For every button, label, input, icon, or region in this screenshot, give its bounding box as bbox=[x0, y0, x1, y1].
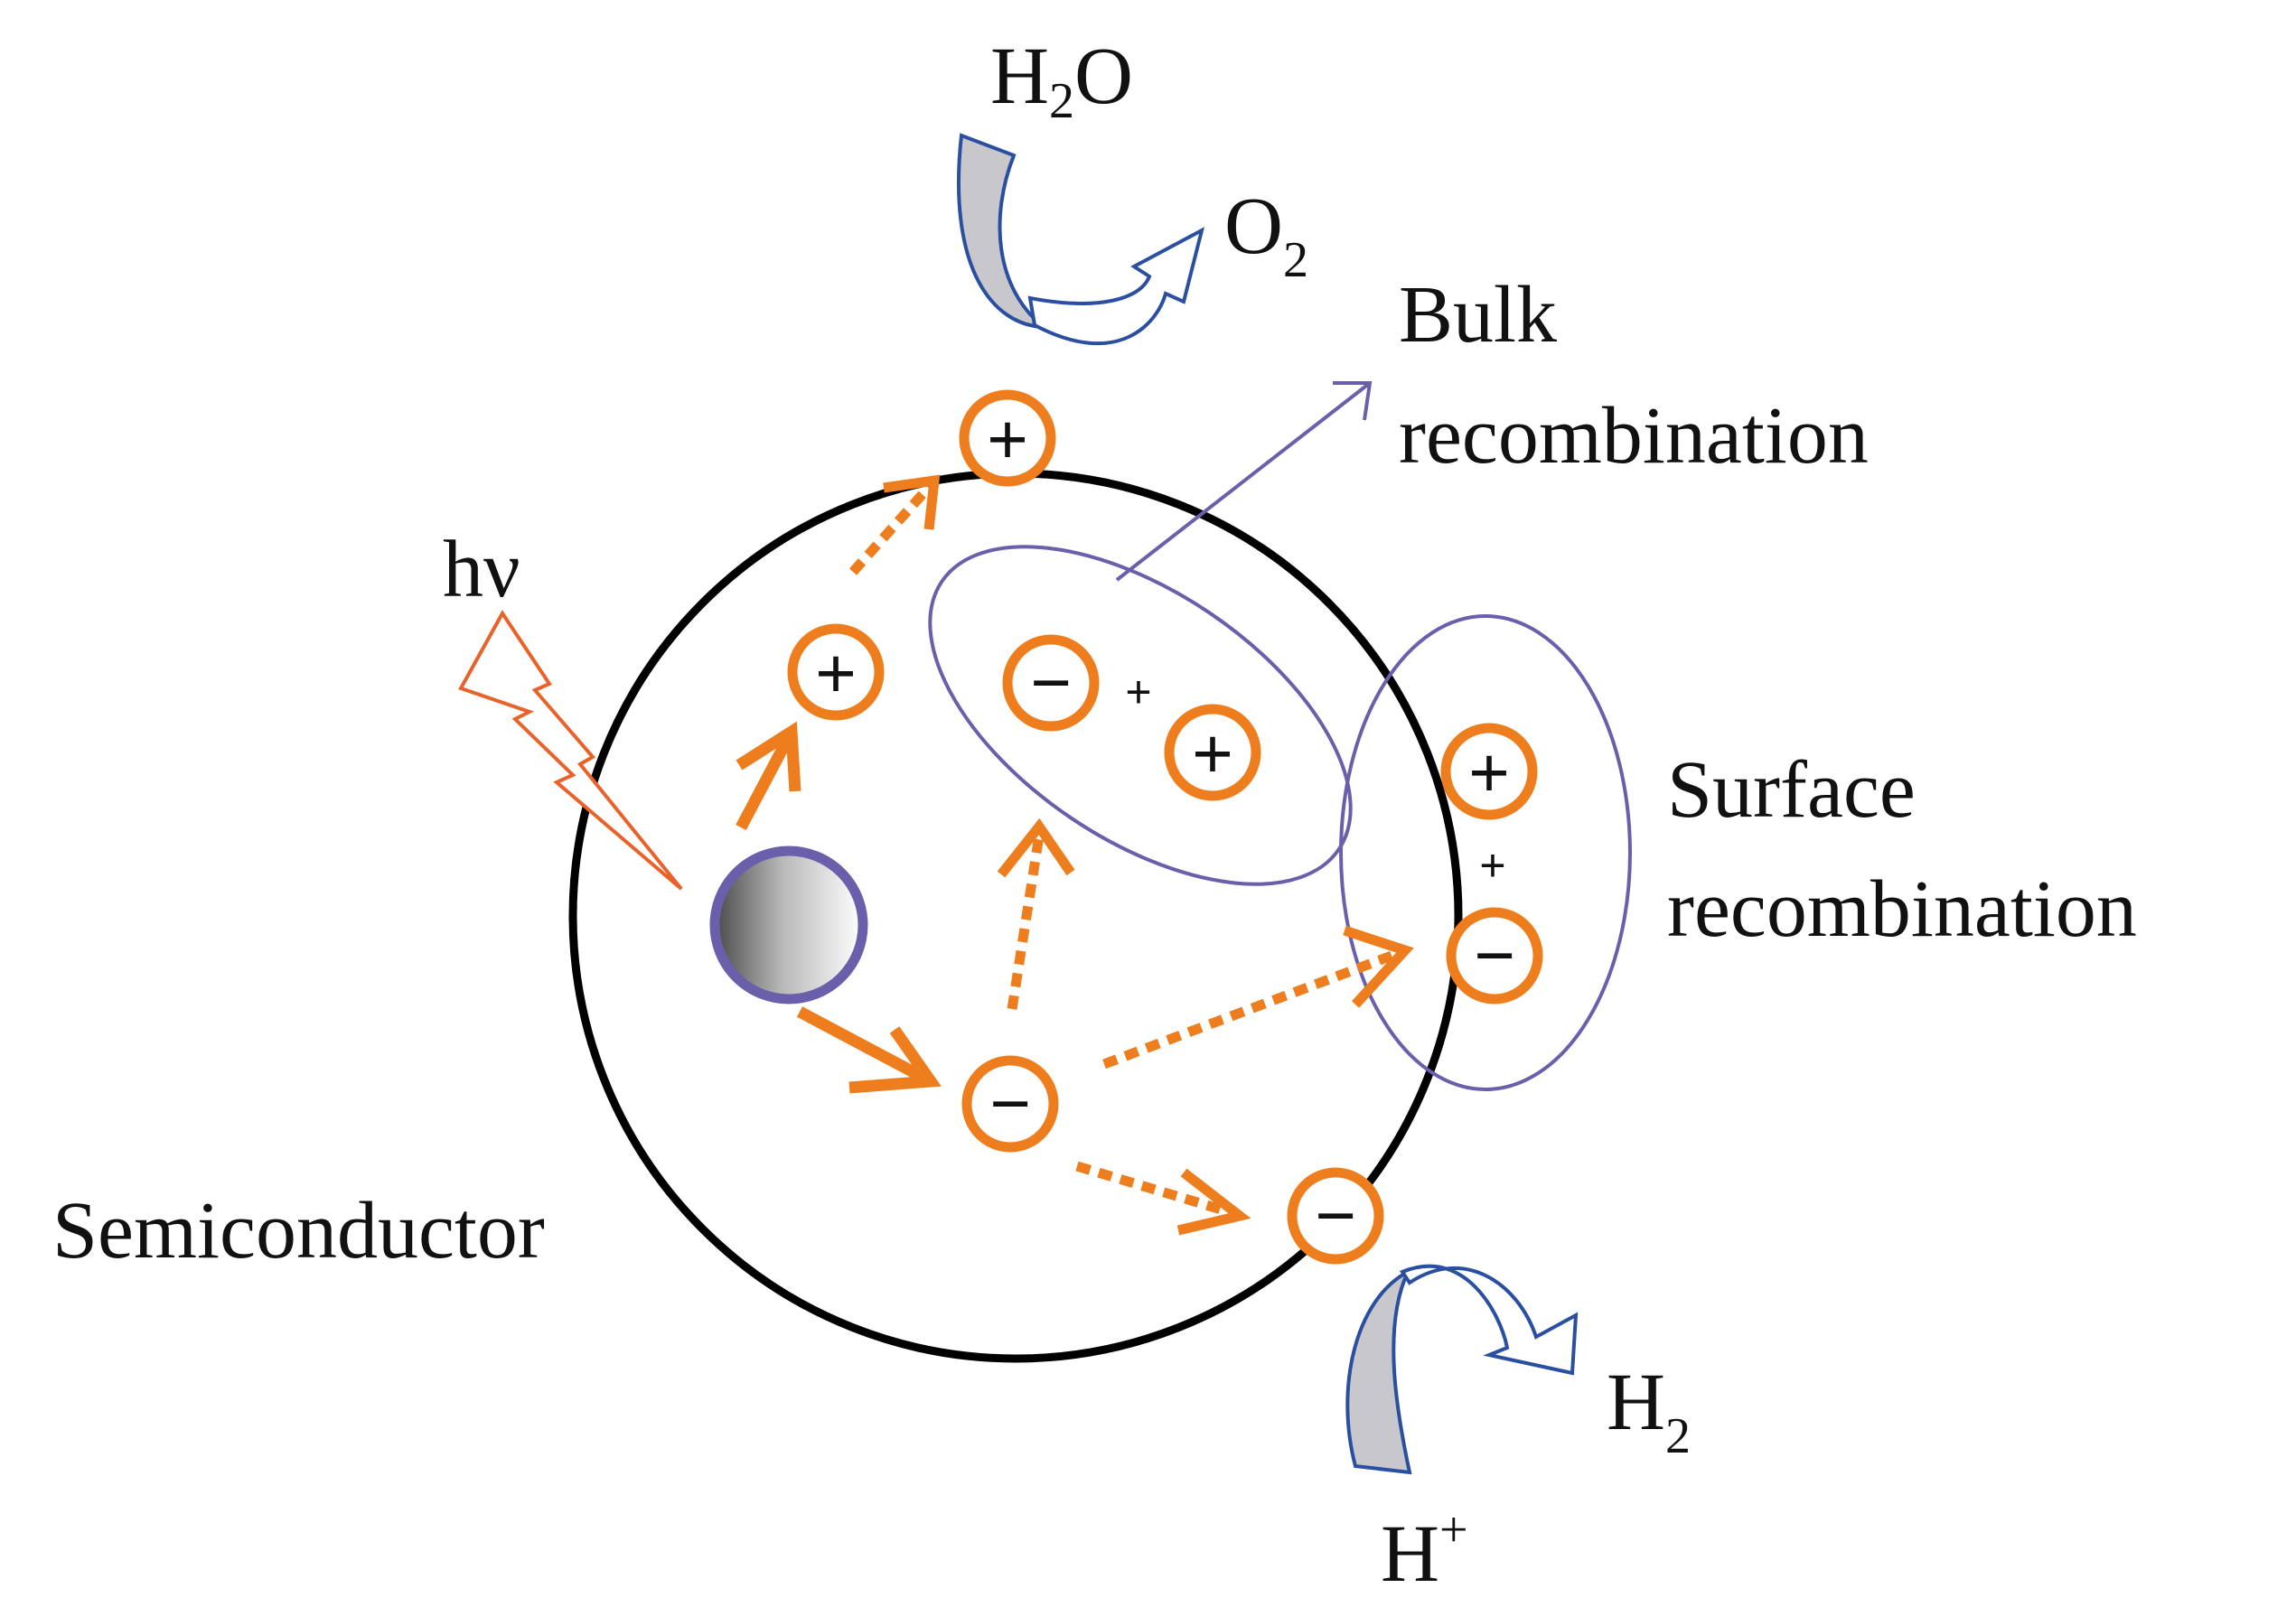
electron-center: − bbox=[961, 1055, 1059, 1153]
photon-lightning-icon bbox=[458, 610, 683, 891]
semiconductor-label: Semiconductor bbox=[52, 1186, 545, 1275]
bulk-recombination-label-line1: Bulk bbox=[1399, 270, 1557, 360]
hole-top-symbol: + bbox=[987, 399, 1028, 479]
surface-recombination-label-line2: recombination bbox=[1667, 864, 2137, 954]
hplus-label: H+ bbox=[1381, 1502, 1468, 1599]
charge-separation-arrows bbox=[736, 721, 942, 1094]
electron-bulk-symbol: − bbox=[1030, 642, 1072, 722]
bulk-pointer-line bbox=[1115, 381, 1372, 582]
electron-surface-symbol: − bbox=[1474, 915, 1515, 995]
photon-label: hν bbox=[443, 525, 520, 614]
o2-label: O2 bbox=[1224, 182, 1308, 288]
h2-outflow-arrow bbox=[1399, 1264, 1579, 1376]
hole-bulk: + bbox=[1164, 704, 1261, 801]
bulk-recombination-ellipse bbox=[928, 545, 1353, 886]
hole-surface-symbol: + bbox=[1468, 733, 1510, 812]
hole-mid-symbol: + bbox=[815, 633, 857, 713]
electron-bottom: − bbox=[1287, 1167, 1384, 1265]
bulk-recombination-label-line2: recombination bbox=[1399, 391, 1869, 481]
h2-label: H2 bbox=[1607, 1358, 1691, 1464]
surface-pair-plus: + bbox=[1479, 840, 1505, 891]
surface-recombination-ellipse bbox=[1339, 614, 1632, 1091]
hole-top: + bbox=[959, 389, 1056, 487]
electron-surface: − bbox=[1446, 907, 1543, 1004]
bulk-pointer-arrowhead bbox=[1333, 381, 1373, 421]
electron-center-symbol: − bbox=[989, 1063, 1031, 1143]
bulk-pair-plus: + bbox=[1125, 667, 1151, 717]
excitation-center-icon bbox=[709, 846, 868, 1004]
hplus-inflow-arrow bbox=[1345, 1267, 1412, 1475]
h2o-label: H2O bbox=[990, 32, 1133, 129]
hole-bulk-symbol: + bbox=[1192, 714, 1233, 793]
hole-mid: + bbox=[787, 623, 885, 721]
hole-surface: + bbox=[1440, 723, 1538, 820]
o2-outflow-arrow bbox=[1027, 227, 1205, 346]
surface-recombination-label-line1: Surface bbox=[1667, 745, 1916, 835]
electron-bulk: − bbox=[1002, 634, 1100, 732]
electron-bottom-symbol: − bbox=[1315, 1175, 1356, 1255]
migration-arrows bbox=[848, 474, 1414, 1236]
